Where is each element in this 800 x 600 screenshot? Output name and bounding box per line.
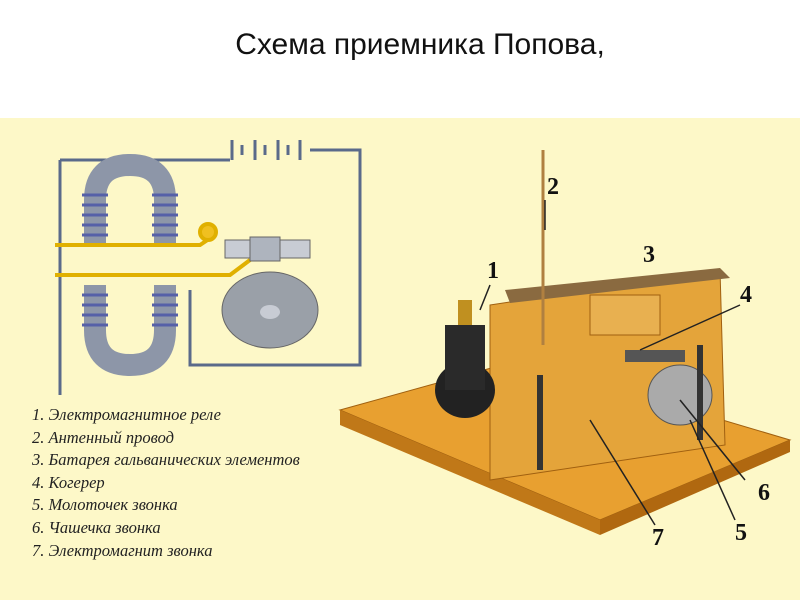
electromagnet-icon bbox=[82, 153, 178, 377]
callout-5: 5 bbox=[735, 520, 747, 546]
callout-7: 7 bbox=[652, 525, 664, 551]
legend-item: 5. Молоточек звонка bbox=[32, 495, 178, 515]
battery-icon bbox=[230, 140, 302, 160]
relay-contacts bbox=[55, 222, 252, 277]
coherer-icon bbox=[224, 236, 311, 262]
callout-1: 1 bbox=[487, 258, 499, 284]
legend-list: 1. Электромагнитное реле 2. Антенный про… bbox=[32, 404, 300, 562]
callout-3: 3 bbox=[643, 242, 655, 268]
callout-4: 4 bbox=[740, 282, 752, 308]
callout-6: 6 bbox=[758, 480, 770, 506]
callout-lines bbox=[479, 200, 746, 526]
legend-item: 3. Батарея гальванических элементов bbox=[32, 450, 300, 470]
circuit-schematic bbox=[55, 140, 362, 395]
legend-item: 4. Когерер bbox=[32, 472, 105, 492]
legend-item: 1. Электромагнитное реле bbox=[32, 405, 221, 424]
receiver-device bbox=[338, 150, 792, 535]
legend-item: 2. Антенный провод bbox=[32, 427, 174, 447]
legend-item: 6. Чашечка звонка bbox=[32, 517, 161, 537]
legend-item: 7. Электромагнит звонка bbox=[32, 540, 213, 560]
callout-2: 2 bbox=[547, 174, 559, 200]
slide-title: Схема приемника Попова, bbox=[235, 28, 605, 61]
